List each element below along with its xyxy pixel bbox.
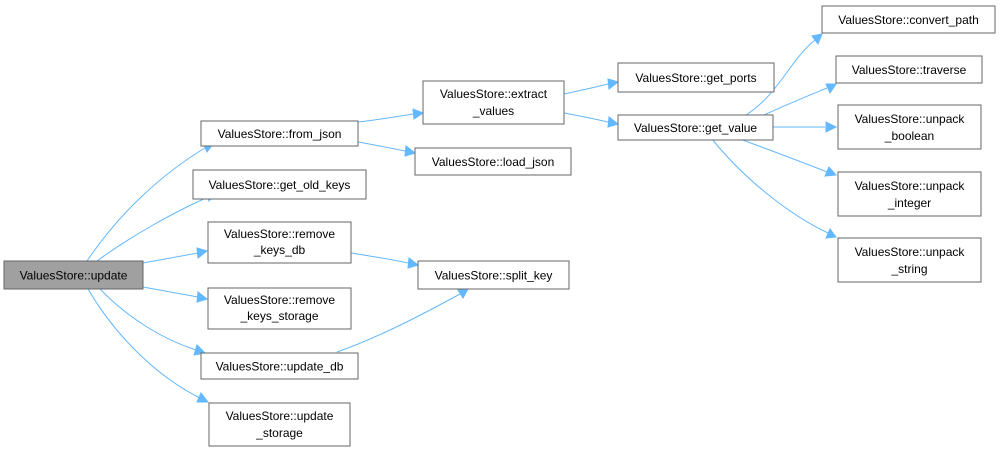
node-label: ValuesStore::convert_path	[838, 13, 979, 27]
edge-update-db-split-key	[336, 288, 469, 353]
node-label: ValuesStore::get_ports	[635, 71, 756, 85]
node-label-line-1: ValuesStore::extract	[440, 87, 548, 101]
nodes: ValuesStore::update ValuesStore::from_js…	[3, 5, 996, 447]
node-label: ValuesStore::from_json	[218, 127, 342, 141]
node-label-line-1: ValuesStore::unpack	[855, 112, 966, 126]
node-label: ValuesStore::update_db	[216, 360, 344, 374]
node-values-store-unpack-boolean[interactable]: ValuesStore::unpack _boolean	[837, 104, 982, 150]
edge-update-remove-keys-db	[142, 247, 209, 264]
edge-get-value-unpack-boolean	[773, 121, 838, 133]
node-label: ValuesStore::load_json	[432, 155, 555, 169]
node-values-store-update-storage[interactable]: ValuesStore::update _storage	[208, 402, 351, 447]
edge-extract-values-get-value	[563, 112, 620, 128]
node-label-line-2: _integer	[887, 196, 931, 210]
node-label-line-2: _storage	[255, 426, 303, 440]
node-label: ValuesStore::split_key	[435, 269, 553, 283]
edge-update-update-db	[99, 288, 207, 356]
node-values-store-split-key[interactable]: ValuesStore::split_key	[417, 260, 570, 290]
node-label-line-2: _boolean	[884, 129, 934, 143]
node-values-store-from-json[interactable]: ValuesStore::from_json	[200, 120, 359, 147]
node-values-store-get-value[interactable]: ValuesStore::get_value	[617, 114, 774, 141]
node-values-store-extract-values[interactable]: ValuesStore::extract _values	[422, 80, 565, 125]
edge-get-value-traverse	[763, 83, 837, 116]
node-values-store-get-ports[interactable]: ValuesStore::get_ports	[617, 62, 775, 93]
edge-extract-values-get-ports	[563, 78, 620, 95]
edge-update-update-storage	[87, 288, 210, 403]
node-label: ValuesStore::traverse	[852, 63, 967, 77]
node-values-store-traverse[interactable]: ValuesStore::traverse	[835, 55, 983, 84]
node-label-line-1: ValuesStore::unpack	[855, 245, 966, 259]
edge-get-value-unpack-string	[711, 138, 837, 239]
node-label-line-1: ValuesStore::unpack	[855, 179, 966, 193]
edge-get-value-convert-path	[745, 33, 823, 116]
edge-get-value-unpack-integer	[739, 138, 838, 177]
edge-update-from-json	[86, 142, 214, 262]
node-label: ValuesStore::get_old_keys	[209, 178, 351, 192]
edge-from-json-load-json	[357, 141, 417, 157]
node-values-store-convert-path[interactable]: ValuesStore::convert_path	[821, 5, 996, 34]
node-values-store-update-db[interactable]: ValuesStore::update_db	[200, 352, 359, 380]
node-values-store-get-old-keys[interactable]: ValuesStore::get_old_keys	[192, 169, 367, 200]
node-values-store-unpack-integer[interactable]: ValuesStore::unpack _integer	[837, 171, 982, 217]
node-label-line-2: _string	[890, 262, 927, 276]
node-label: ValuesStore::update	[20, 269, 128, 283]
node-label-line-1: ValuesStore::remove	[224, 227, 335, 241]
node-values-store-update[interactable]: ValuesStore::update	[3, 260, 144, 290]
node-values-store-remove-keys-storage[interactable]: ValuesStore::remove _keys_storage	[207, 287, 352, 330]
edge-remove-keys-db-split-key	[350, 252, 420, 269]
node-values-store-unpack-string[interactable]: ValuesStore::unpack _string	[837, 237, 982, 283]
node-label: ValuesStore::get_value	[634, 121, 758, 135]
node-label-line-2: _keys_db	[253, 243, 306, 257]
node-values-store-remove-keys-db[interactable]: ValuesStore::remove _keys_db	[207, 221, 352, 264]
node-values-store-load-json[interactable]: ValuesStore::load_json	[414, 147, 572, 176]
node-label-line-2: _values	[472, 104, 514, 118]
node-label-line-2: _keys_storage	[239, 309, 318, 323]
edge-update-remove-keys-storage	[142, 286, 209, 303]
edge-from-json-extract-values	[357, 108, 425, 123]
node-label-line-1: ValuesStore::update	[226, 409, 334, 423]
node-label-line-1: ValuesStore::remove	[224, 293, 335, 307]
